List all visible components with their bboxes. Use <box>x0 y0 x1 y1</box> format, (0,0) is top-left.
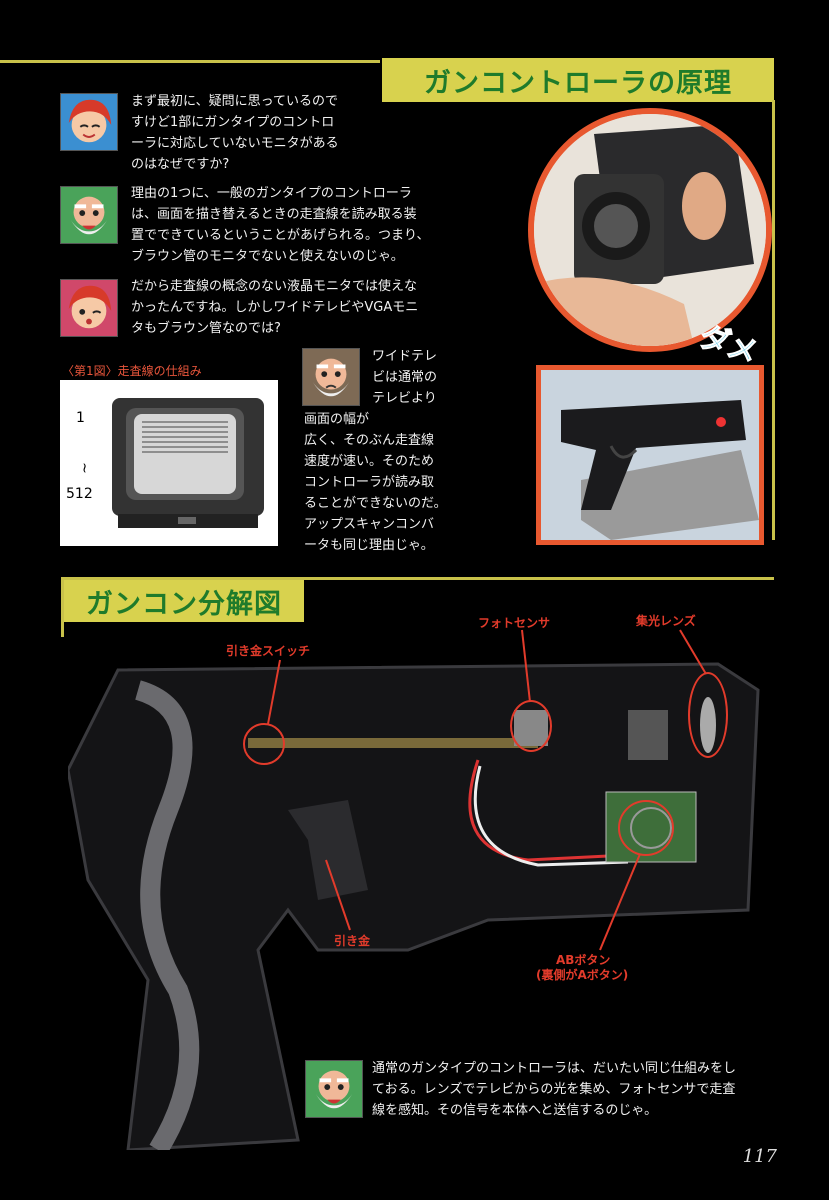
gun-hand-photo <box>528 108 772 352</box>
ab-button-marker <box>618 800 674 856</box>
tv-illustration <box>112 398 264 528</box>
photo-sensor-marker <box>510 700 552 752</box>
trigger-switch-marker <box>243 723 285 765</box>
page-number: 117 <box>742 1146 777 1167</box>
label-photo-sensor: フォトセンサ <box>478 616 551 630</box>
figure-top-number: 1 <box>76 410 85 426</box>
q2-text: だから走査線の概念のない液晶モニタでは使えなかったんですね。しかしワイドテレビや… <box>131 279 419 336</box>
label-ab-button: ABボタン <box>556 953 611 967</box>
section1-title: ガンコントローラの原理 <box>382 58 774 102</box>
avatar-old-man-2 <box>302 348 360 406</box>
label-ab-button-note: (裏側がAボタン) <box>536 968 629 982</box>
figure-bottom-number: 512 <box>66 486 93 502</box>
a1-text: 理由の1つに、一般のガンタイプのコントローラは、画面を描き替えるときの走査線を読… <box>131 186 430 264</box>
label-trigger: 引き金 <box>334 934 371 948</box>
lens-marker <box>688 672 728 758</box>
section2-top-rule <box>64 577 774 580</box>
avatar-girl-1 <box>60 93 118 151</box>
a2-text: ワイドテレ ビは通常の テレビより 画面の幅が 広く、そのぶん走査線速度が速い。… <box>304 349 447 553</box>
avatar-old-man-3 <box>305 1060 363 1118</box>
gun-exploded-photo <box>68 662 760 1150</box>
scanline-figure: 1 ~ 512 <box>60 380 278 546</box>
figure-caption: 〈第1図〉走査線の仕組み <box>62 364 202 378</box>
section1-right-rule <box>772 100 775 540</box>
gun-console-photo <box>536 365 764 545</box>
section2-title: ガンコン分解図 <box>64 580 304 622</box>
section2-left-rule <box>61 577 64 637</box>
q1-text: まず最初に、疑問に思っているのですけど1部にガンタイプのコントローラに対応してい… <box>131 94 339 172</box>
closing-text: 通常のガンタイプのコントローラは、だいたい同じ仕組みをしておる。レンズでテレビか… <box>372 1061 737 1118</box>
label-trigger-switch: 引き金スイッチ <box>226 644 311 658</box>
section1-top-rule <box>0 60 380 63</box>
avatar-girl-2 <box>60 279 118 337</box>
label-condenser-lens: 集光レンズ <box>636 614 696 628</box>
avatar-old-man-1 <box>60 186 118 244</box>
